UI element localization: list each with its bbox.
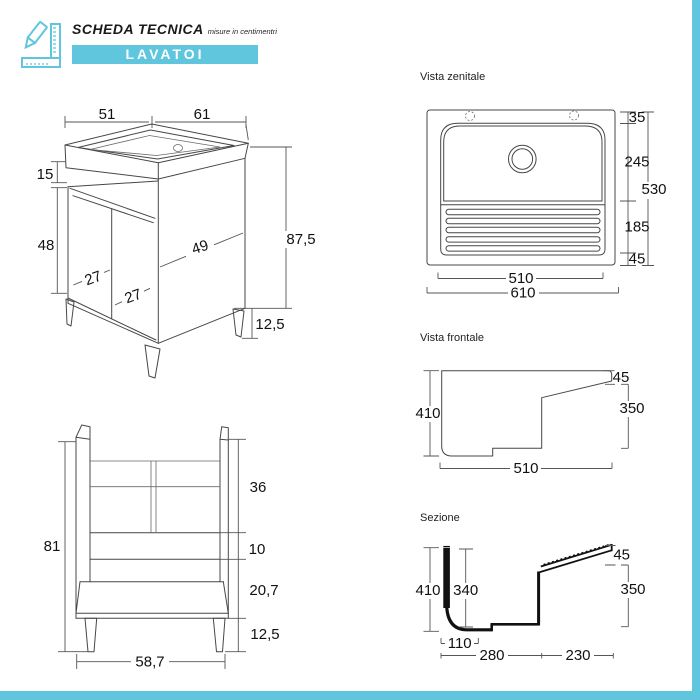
dim-zen-width-outer: 610 <box>510 285 535 302</box>
dim-zen-185: 185 <box>624 219 649 236</box>
dim-rear-height: 81 <box>44 538 61 555</box>
sink-section-view: 410 340 45 350 110 280 230 <box>415 543 648 664</box>
dim-zen-width-inner: 510 <box>508 270 533 287</box>
dim-rear-upper: 36 <box>250 479 267 496</box>
dim-sez-bottom-left: 110 <box>448 635 472 652</box>
dim-door-left: 27 <box>82 268 103 290</box>
front-view-label: Vista frontale <box>420 332 485 344</box>
dim-total-height: 87,5 <box>286 231 315 248</box>
dim-side-depth: 49 <box>190 237 211 258</box>
dim-fro-width: 510 <box>513 460 538 477</box>
dim-sez-bottom-mid: 280 <box>479 647 504 664</box>
dim-fro-edge: 45 <box>613 369 630 386</box>
dim-rear-leg: 12,5 <box>250 626 279 643</box>
dim-sez-height-left: 410 <box>415 582 440 599</box>
sheet-subtitle: misure in centimentri <box>207 27 277 36</box>
dim-leg-height: 12,5 <box>255 316 284 333</box>
sheet-title-text: SCHEDA TECNICA <box>72 21 204 37</box>
dim-zen-depth: 530 <box>641 181 666 198</box>
cabinet-3d-view: 51 61 15 48 49 27 27 87,5 12,5 <box>37 106 320 379</box>
dim-fro-height-right: 350 <box>619 400 644 417</box>
dim-sez-edge: 45 <box>613 547 630 564</box>
dim-depth-top: 61 <box>194 106 211 123</box>
dim-width-top: 51 <box>99 106 116 123</box>
dim-sink-height: 15 <box>37 166 54 183</box>
sink-top-view: 35 245 185 45 530 510 610 <box>426 109 670 302</box>
dim-door-height: 48 <box>38 237 55 254</box>
dim-door-right: 27 <box>122 286 143 308</box>
cabinet-rear-view: 81 36 10 20,7 12,5 58,7 <box>44 424 280 671</box>
dim-fro-height-left: 410 <box>415 405 440 422</box>
sink-front-view: 410 45 350 510 <box>415 369 647 477</box>
dim-zen-245: 245 <box>624 154 649 171</box>
dim-rear-lower: 20,7 <box>249 582 278 599</box>
dim-zen-45: 45 <box>629 251 646 268</box>
dim-zen-35: 35 <box>629 109 646 126</box>
page-border-bottom <box>0 691 700 700</box>
dim-rear-width: 58,7 <box>135 654 164 671</box>
section-view-label: Sezione <box>420 512 460 524</box>
dim-sez-bottom-right: 230 <box>565 647 590 664</box>
top-view-label: Vista zenitale <box>420 71 486 83</box>
dim-rear-crossbar: 10 <box>249 541 266 558</box>
page-border-right <box>692 0 700 700</box>
product-band: LAVATOI <box>72 45 258 64</box>
ruler-pencil-icon <box>21 21 61 68</box>
dim-sez-height-right: 350 <box>620 581 645 598</box>
dim-sez-depth-inner: 340 <box>453 582 478 599</box>
